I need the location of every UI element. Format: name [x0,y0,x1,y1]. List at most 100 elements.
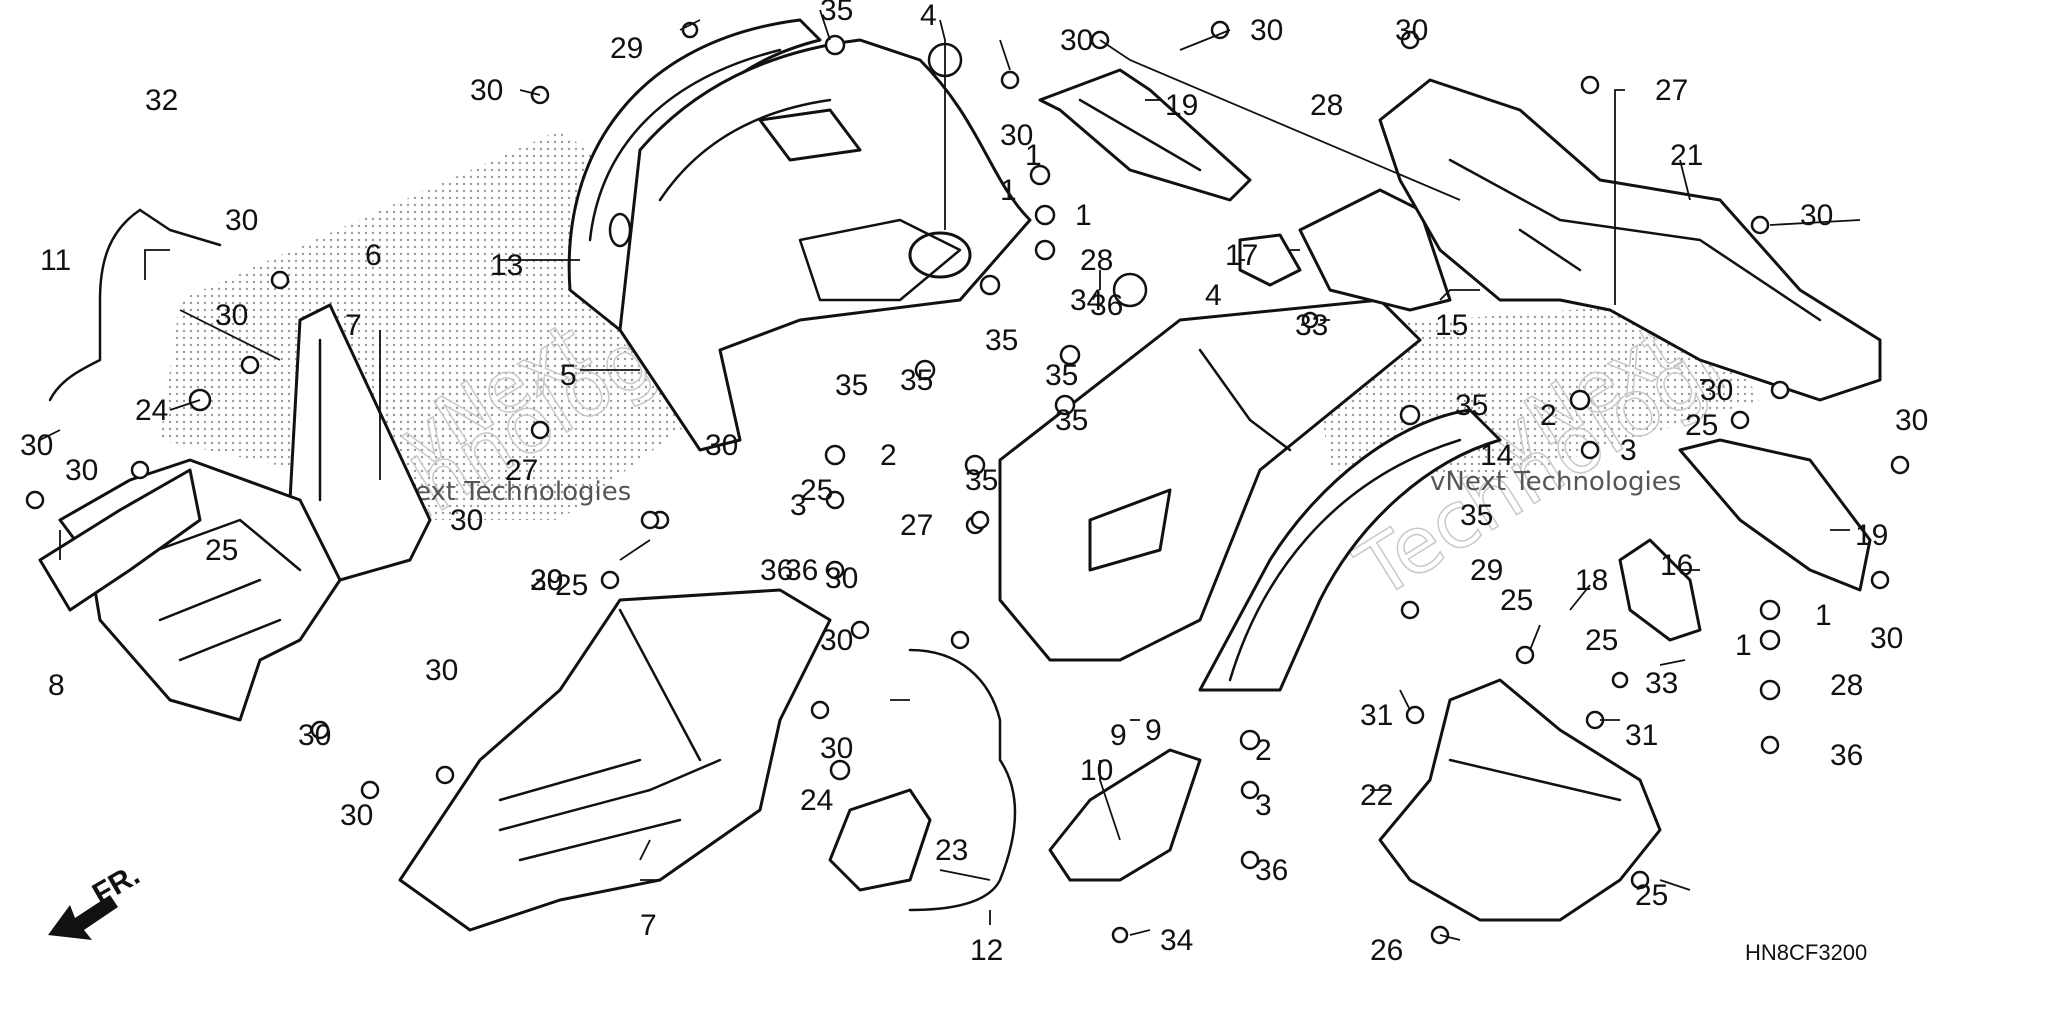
callout-30: 30 [1060,24,1093,57]
fasteners [25,20,1910,945]
part-20-side-cover [1678,438,1872,592]
part-15-cover [1298,188,1452,312]
callout-19: 19 [1855,519,1888,552]
clip-icon [1111,926,1129,944]
part-9-rear-fender [998,298,1422,662]
callout-35: 35 [900,364,933,397]
clip-icon [240,355,260,375]
callout-14: 14 [1480,439,1513,472]
clip-icon [1630,870,1650,890]
callout-29: 29 [610,32,643,65]
callout-30: 30 [20,429,53,462]
part-11-12-cables [48,208,1017,912]
part-22-skid-plate [1378,678,1662,922]
grommet-icon [1569,389,1591,411]
callout-11: 11 [40,244,71,277]
callout-30: 30 [820,624,853,657]
bolt-icon [1240,850,1260,870]
callout-36: 36 [760,554,793,587]
callout-35: 35 [820,0,853,27]
nut-icon [1034,204,1056,226]
callout-36: 36 [1090,289,1123,322]
callout-30: 30 [1000,119,1033,152]
callout-25: 25 [1685,409,1718,442]
callout-1: 1 [1000,174,1017,207]
clip-icon [1515,645,1535,665]
bolt-icon [825,560,845,580]
bolt-icon [1580,75,1600,95]
callout-7: 7 [345,309,362,342]
callout-36: 36 [785,554,818,587]
callout-24: 24 [135,394,168,427]
callout-28: 28 [1080,244,1113,277]
callout-25: 25 [1500,584,1533,617]
collar-icon [964,454,986,476]
clip-icon [1770,380,1790,400]
watermark-inline-right: vNext Technologies [1430,467,1681,497]
collar-icon [1580,440,1600,460]
callout-30: 30 [340,799,373,832]
clip-icon [1750,215,1770,235]
callout-31: 31 [1360,699,1393,732]
callout-27: 27 [505,454,538,487]
diagram-code: HN8CF3200 [1745,940,1867,965]
part-7-floor-board-right [398,588,832,932]
callout-30: 30 [450,504,483,537]
callout-6: 6 [365,239,382,272]
clip-icon [850,620,870,640]
part-23-lid [828,788,932,892]
callout-15: 15 [1435,309,1468,342]
callout-25: 25 [555,569,588,602]
callout-19: 19 [1165,89,1198,122]
callout-28: 28 [1830,669,1863,702]
callout-1: 1 [1815,599,1832,632]
part-14-fender-flap [1198,408,1502,692]
part-5-inner-fender [618,38,1032,452]
callout-30: 30 [425,654,458,687]
callout-16: 16 [1660,549,1693,582]
callout-30: 30 [470,74,503,107]
bolt-icon [1760,735,1780,755]
clip-icon [1301,311,1319,329]
callout-25: 25 [800,474,833,507]
collar-icon [1059,344,1081,366]
callout-2: 2 [880,439,897,472]
part-17-bracket [1238,233,1302,287]
collar-icon [825,490,845,510]
callout-3: 3 [1620,434,1637,467]
callout-30: 30 [1700,374,1733,407]
callout-30: 30 [1800,199,1833,232]
callout-30: 30 [820,732,853,765]
clip-icon [1611,671,1629,689]
bolt-icon [970,510,990,530]
clip-icon [950,630,970,650]
callout-29: 29 [530,564,563,597]
grommet-icon [1239,729,1261,751]
clip-icon [435,765,455,785]
clip-icon [600,570,620,590]
callout-26: 26 [1370,934,1403,967]
bolt-icon [640,510,660,530]
nut-icon [1759,629,1781,651]
callout-5: 5 [560,359,577,392]
callout-35: 35 [985,324,1018,357]
part-10-mudguard-bracket [1048,748,1202,882]
callout-36: 36 [1255,854,1288,887]
leader-lines [39,9,1861,941]
callout-17: 17 [1225,239,1258,272]
callout-35: 35 [1460,499,1493,532]
callout-21: 21 [1670,139,1703,172]
clip-icon [130,460,150,480]
callout-1: 1 [1075,199,1092,232]
callout-27: 27 [1655,74,1688,107]
bolt-icon [530,420,550,440]
clip-icon [310,720,330,740]
callout-33: 33 [1295,309,1328,342]
callout-35: 35 [965,464,998,497]
callout-35: 35 [1055,404,1088,437]
callout-30: 30 [1395,14,1428,47]
clip-icon [270,270,290,290]
collar-icon [914,359,936,381]
